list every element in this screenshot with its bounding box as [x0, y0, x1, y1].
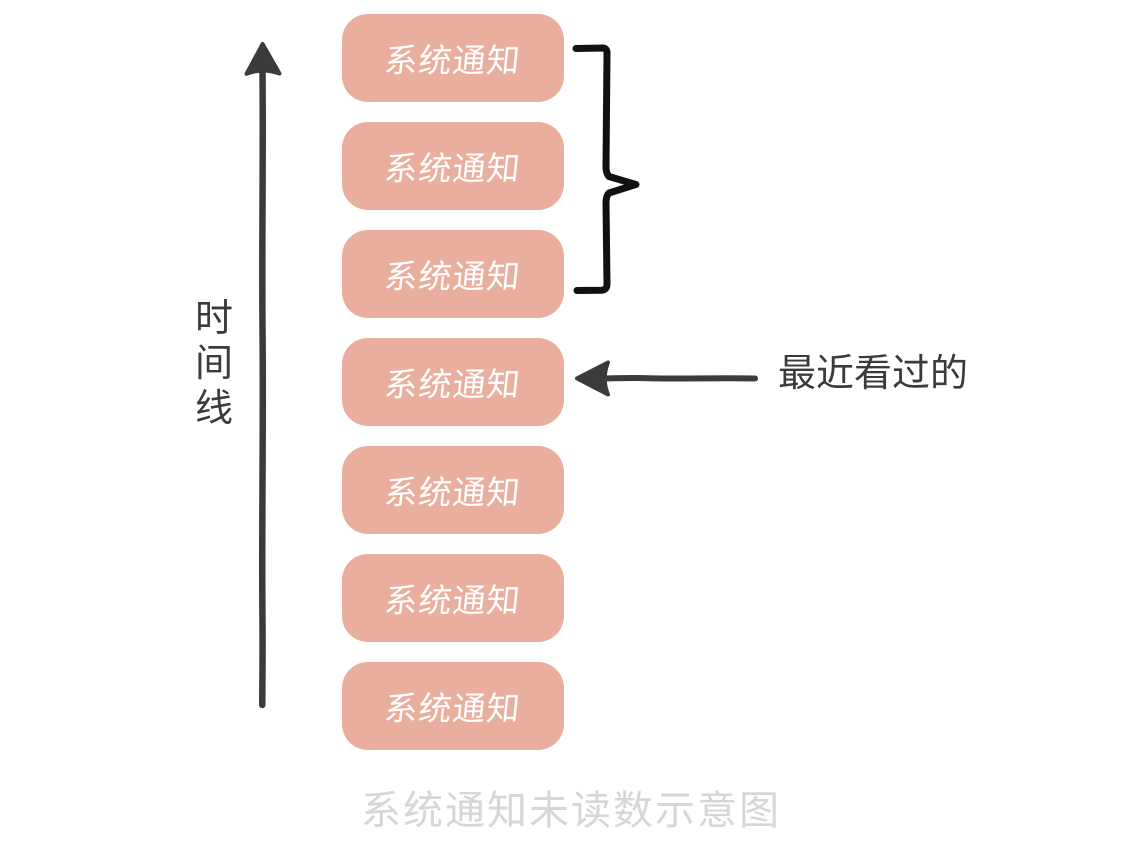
notification-pill-label: 系统通知: [382, 149, 523, 188]
notification-pill-stack: 系统通知 系统通知 系统通知 系统通知 系统通知 系统通知 系统通知: [342, 14, 564, 750]
recently-viewed-label: 最近看过的: [778, 351, 969, 395]
timeline-axis-label: 时 间 线: [186, 296, 242, 430]
recently-viewed-arrow-head: [575, 360, 610, 397]
notification-pill-label: 系统通知: [382, 473, 523, 512]
notification-pill-label: 系统通知: [382, 689, 523, 728]
timeline-axis-arrowhead: [244, 42, 282, 76]
notification-pill[interactable]: 系统通知: [342, 230, 564, 318]
timeline-axis-label-char-2: 间: [194, 340, 233, 385]
recently-viewed-arrow-shaft: [601, 374, 758, 382]
notification-pill-label: 系统通知: [382, 365, 523, 404]
timeline-axis-label-char-3: 线: [194, 385, 233, 430]
timeline-axis-label-char-1: 时: [194, 296, 233, 340]
timeline-axis-shaft: [258, 68, 267, 709]
notification-pill[interactable]: 系统通知: [342, 14, 564, 102]
notification-pill[interactable]: 系统通知: [342, 662, 564, 750]
notification-pill-label: 系统通知: [382, 257, 523, 296]
unread-group-brace: [572, 44, 640, 294]
diagram-caption: 系统通知未读数示意图: [361, 788, 781, 834]
notification-pill[interactable]: 系统通知: [342, 122, 564, 210]
notification-pill[interactable]: 系统通知: [342, 338, 564, 426]
notification-pill[interactable]: 系统通知: [342, 446, 564, 534]
notification-pill-label: 系统通知: [382, 581, 523, 620]
notification-pill[interactable]: 系统通知: [342, 554, 564, 642]
notification-pill-label: 系统通知: [382, 41, 523, 80]
